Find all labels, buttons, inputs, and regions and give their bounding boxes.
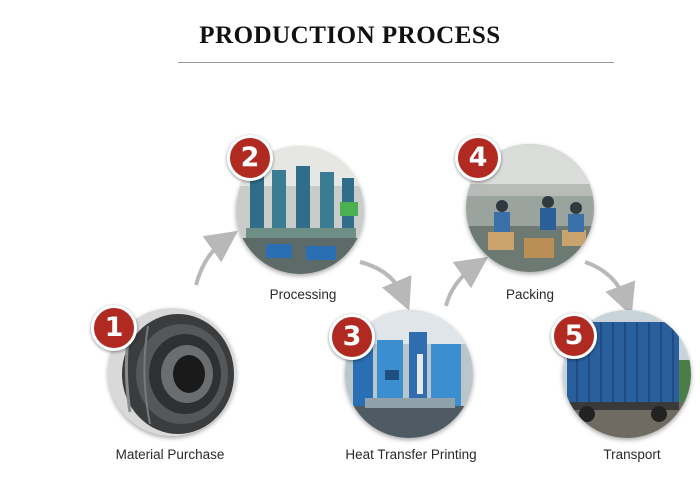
step-label: Processing (269, 287, 337, 302)
step-label: Heat Transfer Printing (345, 447, 477, 462)
step-number-badge: 3 (329, 314, 375, 360)
step-number-badge: 5 (551, 313, 597, 359)
step-number-badge: 1 (91, 305, 137, 351)
step-label: Material Purchase (115, 447, 225, 462)
page-title: PRODUCTION PROCESS (199, 22, 501, 49)
arrow-4-to-5 (584, 260, 636, 316)
title-underline (178, 62, 614, 63)
step-label: Transport (603, 447, 661, 462)
arrow-3-to-4 (444, 256, 489, 307)
steel-coil-photo (108, 308, 236, 436)
step-number-badge: 4 (455, 135, 501, 181)
arrow-1-to-2 (194, 230, 239, 286)
step-number-badge: 2 (227, 135, 273, 181)
step-label: Packing (505, 287, 555, 302)
arrow-2-to-3 (359, 260, 412, 311)
